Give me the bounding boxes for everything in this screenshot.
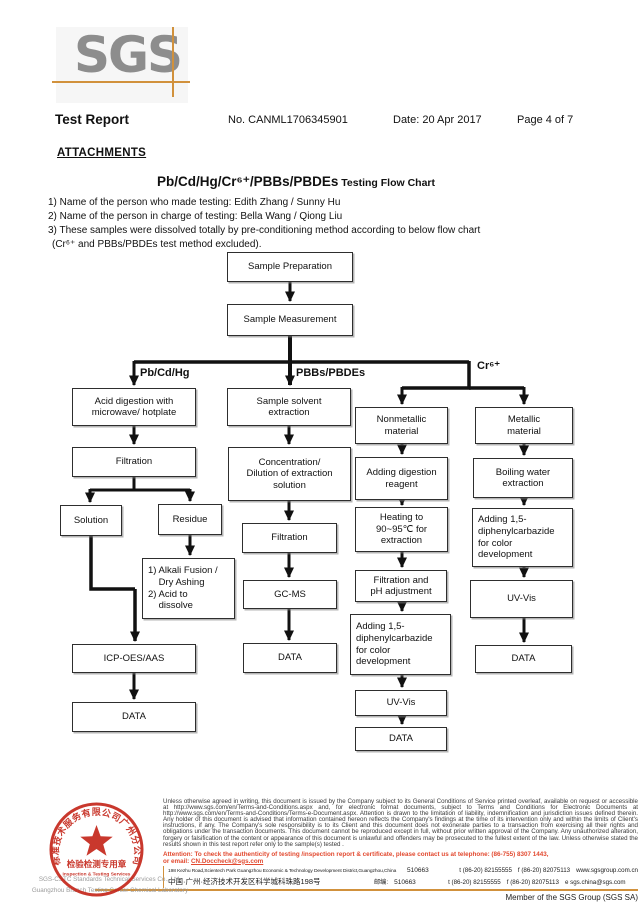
postal-code-en: 510663 <box>407 867 429 874</box>
flow-node-data-left: DATA <box>72 702 196 732</box>
footer-orange-rule <box>95 889 638 891</box>
flow-node-carbazide-metal: Adding 1,5- diphenylcarbazide for color … <box>472 508 573 567</box>
page-indicator: Page 4 of 7 <box>517 114 574 126</box>
laboratory-name-line2: Guangzhou Branch Testing Center Chemical… <box>31 886 189 894</box>
flow-node-solvent-extraction: Sample solvent extraction <box>227 388 351 426</box>
attention-line1: Attention: To check the authenticity of … <box>163 851 549 858</box>
flow-node-heating-extraction: Heating to 90~95℃ for extraction <box>355 507 448 552</box>
flow-node-carbazide-nonmetal: Adding 1,5- diphenylcarbazide for color … <box>350 614 451 675</box>
stamp-inner-text-cn: 检验检测专用章 <box>67 859 127 869</box>
flow-node-icp-oes-aas: ICP-OES/AAS <box>72 644 196 673</box>
flow-node-filtration-middle: Filtration <box>242 523 337 553</box>
fax-en: f (86-20) 82075113 <box>517 867 571 874</box>
flow-node-filtration-ph: Filtration and pH adjustment <box>355 570 447 602</box>
attention-notice: Attention: To check the authenticity of … <box>163 851 638 865</box>
doccheck-email-link: CN.Doccheck@sgs.com <box>191 857 264 865</box>
flow-node-sample-preparation: Sample Preparation <box>227 252 353 282</box>
flow-node-solution: Solution <box>60 505 122 536</box>
sgs-group-member-line: Member of the SGS Group (SGS SA) <box>505 893 639 902</box>
flow-chart-title: Pb/Cd/Hg/Cr⁶⁺/PBBs/PBDEs Testing Flow Ch… <box>0 173 592 191</box>
fax-cn: f (86-20) 82075113 <box>506 879 559 886</box>
flow-node-adding-digestion-reagent: Adding digestion reagent <box>355 457 448 500</box>
report-date: Date: 20 Apr 2017 <box>393 114 482 126</box>
flow-node-residue: Residue <box>158 504 222 535</box>
note-line: (Cr⁶⁺ and PBBs/PBDEs test method exclude… <box>52 239 262 250</box>
legal-disclaimer: Unless otherwise agreed in writing, this… <box>163 798 638 848</box>
address-chinese: 中国·广州·经济技术开发区科学城科珠路198号 <box>168 877 321 886</box>
report-number: No. CANML1706345901 <box>228 114 348 126</box>
flow-node-uvvis-nonmetal: UV-Vis <box>355 690 447 716</box>
flow-node-data-metal: DATA <box>475 645 572 673</box>
flow-node-data-nonmetal: DATA <box>355 727 447 751</box>
logo-crosshair-horizontal <box>52 81 190 83</box>
sgs-logo-background <box>56 27 188 103</box>
address-english: 198 Kezhu Road,Scientech Park Guangzhou … <box>168 869 397 874</box>
flow-node-metallic-material: Metallic material <box>475 407 573 444</box>
inspection-stamp: 标准技术服务有限公司广州分公司 检验检测专用章 Inspection & Tes… <box>49 802 144 897</box>
branch-label-cr6: Cr⁶⁺ <box>477 360 501 372</box>
flow-node-uvvis-metal: UV-Vis <box>470 580 573 618</box>
address-row-cn: 中国·广州·经济技术开发区科学城科珠路198号 邮编: 510663 t (86… <box>168 877 638 888</box>
laboratory-name: SGS-CSTC Standards Technical Services Co… <box>28 875 192 896</box>
postal-label-cn: 邮编: <box>374 879 389 886</box>
flow-node-acid-digestion: Acid digestion with microwave/ hotplate <box>72 388 196 426</box>
attachments-heading: ATTACHMENTS <box>57 147 147 159</box>
testing-notes: 1) Name of the person who made testing: … <box>48 196 480 252</box>
flow-node-concentration-dilution: Concentration/ Dilution of extraction so… <box>228 447 351 501</box>
address-block: 198 Kezhu Road,Scientech Park Guangzhou … <box>163 866 638 888</box>
branch-label-pb-cd-hg: Pb/Cd/Hg <box>140 367 190 379</box>
flow-node-sample-measurement: Sample Measurement <box>227 304 353 336</box>
sgs-logo: SGS <box>74 26 183 84</box>
flow-node-boiling-water: Boiling water extraction <box>473 458 573 498</box>
phone-en: t (86-20) 82155555 <box>459 867 512 874</box>
laboratory-name-line1: SGS-CSTC Standards Technical Services Co… <box>38 876 182 883</box>
email-cn: e sgs.china@sgs.com <box>564 879 626 886</box>
branch-label-pbbs-pbdes: PBBs/PBDEs <box>296 367 366 379</box>
address-row-en: 198 Kezhu Road,Scientech Park Guangzhou … <box>168 866 638 877</box>
phone-cn: t (86-20) 82155555 <box>448 879 501 886</box>
note-line: 1) Name of the person who made testing: … <box>48 197 341 208</box>
note-line: 2) Name of the person in charge of testi… <box>48 211 343 222</box>
report-title: Test Report <box>55 112 130 127</box>
website-link: www.sgsgroup.com.cn <box>576 867 638 874</box>
postal-code-cn: 510663 <box>394 879 416 886</box>
flow-node-alkali-fusion: 1) Alkali Fusion / Dry Ashing 2) Acid to… <box>142 558 235 619</box>
flow-chart-title-sub: Testing Flow Chart <box>338 177 435 189</box>
flow-node-data-middle: DATA <box>243 643 337 673</box>
flow-node-gc-ms: GC-MS <box>243 580 337 609</box>
attention-line2-prefix: or email: <box>163 857 191 865</box>
flow-node-nonmetallic-material: Nonmetallic material <box>355 407 448 444</box>
flow-chart-title-main: Pb/Cd/Hg/Cr⁶⁺/PBBs/PBDEs <box>156 174 339 189</box>
stamp-inner-text-en: Inspection & Testing Services <box>63 872 131 878</box>
note-line: 3) These samples were dissolved totally … <box>48 225 481 236</box>
flow-node-filtration-left: Filtration <box>72 447 196 477</box>
logo-crosshair-vertical <box>172 27 174 97</box>
